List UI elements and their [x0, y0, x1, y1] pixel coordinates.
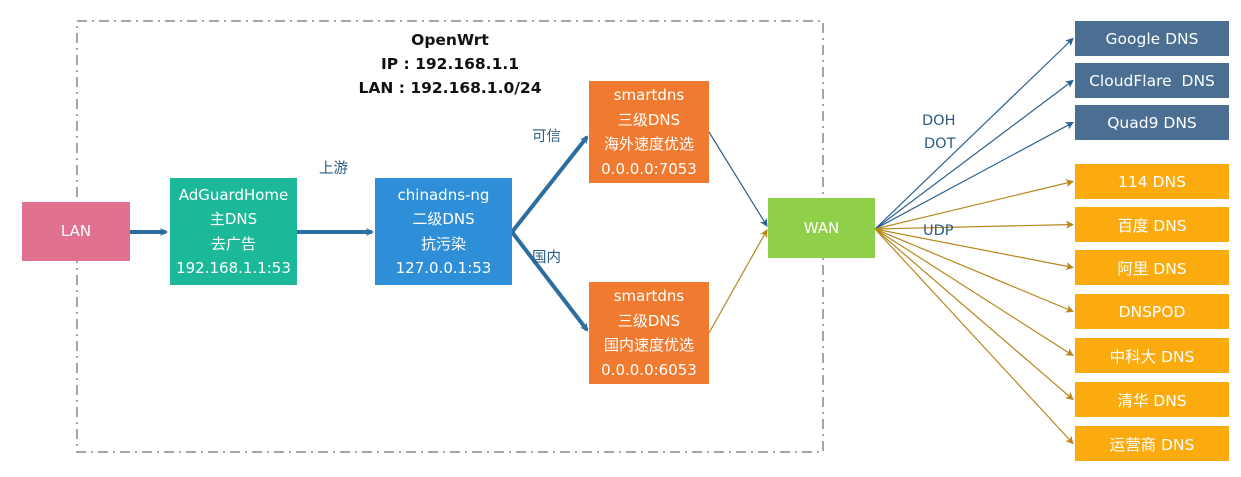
arrow-wan-to-domestic-dns-server	[874, 220, 1074, 230]
arrow-wan-to-domestic-dns-server	[874, 228, 1074, 271]
chinadns-function: 抗污染	[420, 234, 466, 253]
arrow-chinadns-to-smartdns-domestic	[510, 230, 589, 332]
domestic-dns-server-box: 中科大 DNS	[1075, 338, 1229, 373]
domestic-dns-server-name: 阿里 DNS	[1117, 259, 1187, 278]
foreign-dns-server-box: Quad9 DNS	[1075, 105, 1229, 140]
smartdns-foreign-role: 三级DNS	[617, 110, 681, 129]
smartdns-domestic-function: 国内速度优选	[603, 336, 694, 354]
label-upstream: 上游	[319, 161, 348, 177]
chinadns-name: chinadns-ng	[397, 185, 490, 204]
label-trusted: 可信	[532, 129, 561, 145]
chinadns-address: 127.0.0.1:53	[395, 259, 492, 277]
router-lan: LAN : 192.168.1.0/24	[358, 79, 542, 97]
node-lan-label: LAN	[60, 222, 92, 241]
foreign-dns-server-box: Google DNS	[1075, 21, 1229, 56]
router-ip: IP : 192.168.1.1	[380, 55, 520, 73]
foreign-dns-server-box: CloudFlare DNS	[1075, 63, 1229, 98]
domestic-dns-server-box: 清华 DNS	[1075, 382, 1229, 417]
domestic-dns-server-name: 运营商 DNS	[1109, 435, 1195, 454]
router-info: OpenWrt IP : 192.168.1.1 LAN : 192.168.1…	[330, 28, 570, 100]
arrow-wan-to-domestic-dns-server	[874, 228, 1074, 357]
arrow-wan-to-domestic-dns-server	[874, 179, 1074, 230]
label-udp: UDP	[923, 223, 954, 239]
arrow-wan-to-domestic-dns-server	[874, 228, 1074, 445]
domestic-dns-server-name: 中科大 DNS	[1109, 347, 1195, 366]
domestic-dns-server-box: 114 DNS	[1075, 164, 1229, 199]
label-dot: DOT	[924, 136, 956, 152]
foreign-dns-server-name: Quad9 DNS	[1107, 113, 1197, 132]
chinadns-role: 二级DNS	[412, 210, 475, 228]
smartdns-domestic-role: 三级DNS	[617, 311, 681, 330]
adguard-role: 主DNS	[209, 210, 258, 228]
domestic-dns-server-box: 阿里 DNS	[1075, 250, 1229, 285]
smartdns-domestic-name: smartdns	[613, 287, 685, 305]
smartdns-foreign-name: smartdns	[613, 86, 685, 104]
arrow-smartdns-foreign-to-wan	[708, 131, 768, 227]
node-adguardhome: AdGuardHome 主DNS 去广告 192.168.1.1:53	[170, 178, 297, 285]
arrow-chinadns-to-smartdns-foreign	[510, 135, 589, 234]
adguard-function: 去广告	[210, 234, 256, 253]
domestic-dns-server-name: 清华 DNS	[1117, 391, 1187, 410]
node-smartdns-foreign: smartdns 三级DNS 海外速度优选 0.0.0.0:7053	[589, 81, 709, 183]
node-wan: WAN	[768, 198, 875, 258]
domestic-dns-server-name: 114 DNS	[1118, 172, 1186, 191]
foreign-dns-server-name: CloudFlare DNS	[1089, 71, 1215, 90]
adguard-name: AdGuardHome	[178, 185, 289, 204]
arrow-wan-to-foreign-dns-server	[874, 79, 1074, 230]
foreign-dns-server-name: Google DNS	[1105, 29, 1199, 48]
domestic-dns-server-name: DNSPOD	[1118, 302, 1186, 321]
node-chinadns-ng: chinadns-ng 二级DNS 抗污染 127.0.0.1:53	[375, 178, 512, 285]
domestic-dns-server-box: DNSPOD	[1075, 294, 1229, 329]
domestic-dns-server-name: 百度 DNS	[1117, 216, 1187, 235]
label-doh: DOH	[922, 113, 956, 129]
node-lan: LAN	[22, 202, 130, 261]
smartdns-foreign-function: 海外速度优选	[603, 135, 694, 153]
node-smartdns-domestic: smartdns 三级DNS 国内速度优选 0.0.0.0:6053	[589, 282, 709, 384]
adguard-address: 192.168.1.1:53	[176, 259, 291, 277]
label-domestic: 国内	[532, 250, 561, 266]
router-name: OpenWrt	[411, 31, 489, 49]
arrow-smartdns-domestic-to-wan	[708, 229, 768, 334]
arrow-wan-to-foreign-dns-server	[874, 37, 1074, 230]
arrow-wan-to-foreign-dns-server	[874, 121, 1074, 230]
arrow-wan-to-domestic-dns-server	[874, 228, 1074, 313]
arrow-wan-to-domestic-dns-server	[874, 228, 1074, 401]
node-wan-label: WAN	[803, 218, 840, 237]
domestic-dns-server-box: 运营商 DNS	[1075, 426, 1229, 461]
smartdns-domestic-address: 0.0.0.0:6053	[601, 360, 697, 379]
domestic-dns-server-box: 百度 DNS	[1075, 207, 1229, 242]
smartdns-foreign-address: 0.0.0.0:7053	[601, 159, 697, 178]
